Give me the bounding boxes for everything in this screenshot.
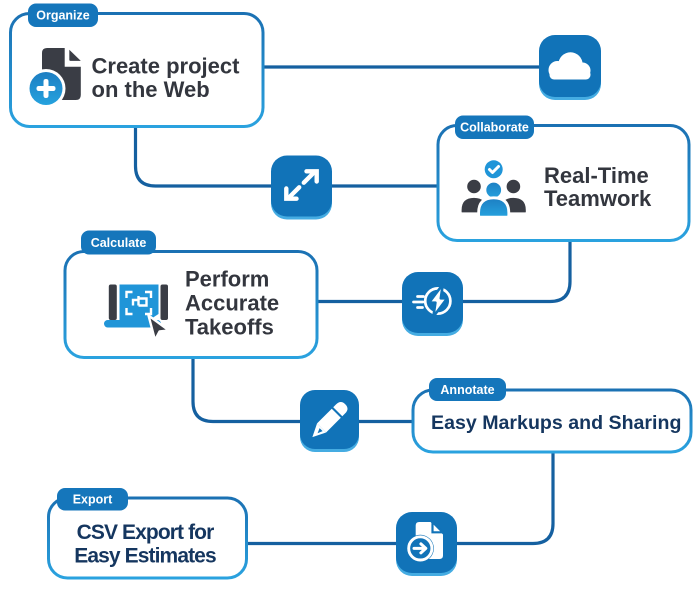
svg-text:CSV Export for: CSV Export for bbox=[77, 521, 214, 544]
svg-text:Easy Estimates: Easy Estimates bbox=[74, 545, 216, 568]
svg-text:Perform: Perform bbox=[185, 267, 269, 292]
svg-text:Organize: Organize bbox=[36, 9, 90, 23]
svg-text:Real-Time: Real-Time bbox=[544, 163, 649, 188]
svg-text:Teamwork: Teamwork bbox=[544, 186, 652, 211]
svg-text:Collaborate: Collaborate bbox=[460, 121, 529, 135]
svg-text:on the Web: on the Web bbox=[92, 77, 210, 102]
svg-text:Create project: Create project bbox=[92, 54, 241, 79]
svg-text:Accurate: Accurate bbox=[185, 291, 279, 316]
svg-text:Easy Markups and Sharing: Easy Markups and Sharing bbox=[431, 412, 681, 434]
svg-text:Annotate: Annotate bbox=[440, 383, 494, 397]
svg-text:Calculate: Calculate bbox=[91, 236, 147, 250]
svg-text:Takeoffs: Takeoffs bbox=[185, 315, 274, 340]
svg-text:Export: Export bbox=[73, 493, 113, 507]
